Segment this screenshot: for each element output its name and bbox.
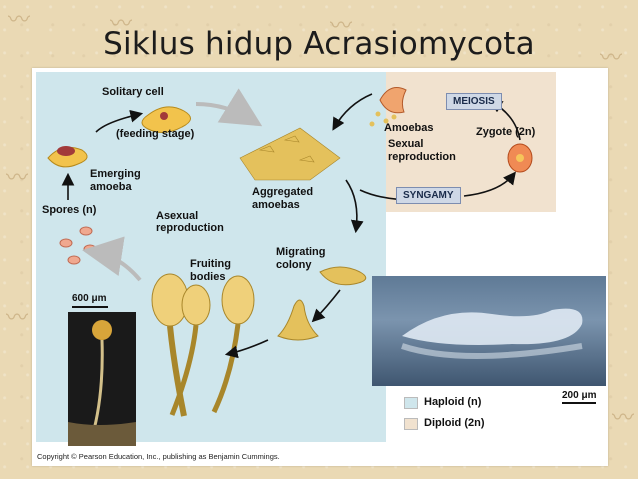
label-migrating: Migrating (276, 246, 326, 258)
aggregated-amoebas-cluster (239, 127, 341, 181)
culminating-stalk-shape (277, 299, 319, 341)
fruiting-body-photo (68, 312, 136, 446)
legend-diploid-swatch (404, 418, 418, 430)
copyright-text: Copyright © Pearson Education, Inc., pub… (37, 452, 280, 461)
label-asexual: Asexual (156, 210, 199, 222)
arrow (311, 289, 341, 323)
fruiting-bodies-shape (151, 273, 255, 417)
solitary-cell-shape (141, 106, 191, 133)
meiosis-tag: MEIOSIS (446, 93, 502, 110)
arrow (95, 109, 144, 133)
label-solitary-cell: Solitary cell (102, 86, 164, 98)
arrow-grey (82, 236, 142, 282)
fish-decoration-icon: 〰 (600, 45, 623, 70)
spore-shape (59, 238, 73, 248)
label-sexual-reproduction: reproduction (388, 151, 456, 163)
arrow-grey (195, 88, 263, 127)
small-amoebas (369, 111, 397, 127)
fish-decoration-icon: 〰 (8, 7, 31, 32)
label-zygote: Zygote (2n) (476, 126, 536, 138)
spore-shape (67, 255, 81, 265)
arrow (224, 339, 269, 359)
label-amoebas: Amoebas (384, 122, 434, 134)
fish-decoration-icon: 〰 (330, 13, 353, 38)
label-sexual: Sexual (388, 138, 424, 150)
label-fruiting-bodies: bodies (190, 271, 226, 283)
fish-decoration-icon: 〰 (612, 405, 635, 430)
amoeba-sexual-shape (379, 87, 407, 114)
label-spores: Spores (n) (42, 204, 97, 216)
label-amoeba: amoeba (90, 181, 132, 193)
label-aggregated-amoebas: amoebas (252, 199, 300, 211)
fish-decoration-icon: 〰 (6, 305, 29, 330)
migrating-colony-shape (319, 266, 367, 286)
page-title: Siklus hidup Acrasiomycota (103, 26, 535, 62)
migrating-colony-photo (372, 276, 606, 386)
arrow (463, 171, 516, 197)
legend-diploid-label: Diploid (2n) (424, 417, 485, 429)
spore-shape (79, 226, 93, 236)
arrow (345, 179, 364, 234)
syngamy-tag: SYNGAMY (396, 187, 461, 204)
legend-haploid-label: Haploid (n) (424, 396, 482, 408)
label-asexual-reproduction: reproduction (156, 222, 224, 234)
fish-decoration-icon: 〰 (110, 11, 133, 36)
label-fruiting: Fruiting (190, 258, 231, 270)
label-migrating-colony: colony (276, 259, 312, 271)
label-aggregated: Aggregated (252, 186, 314, 198)
fish-decoration-icon: 〰 (6, 165, 29, 190)
scale-label-600: 600 μm (72, 293, 107, 304)
label-emerging: Emerging (90, 168, 141, 180)
arrow (332, 93, 373, 131)
legend-haploid-swatch (404, 397, 418, 409)
label-feeding-stage: (feeding stage) (116, 128, 195, 140)
scale-label-200: 200 μm (562, 390, 597, 401)
